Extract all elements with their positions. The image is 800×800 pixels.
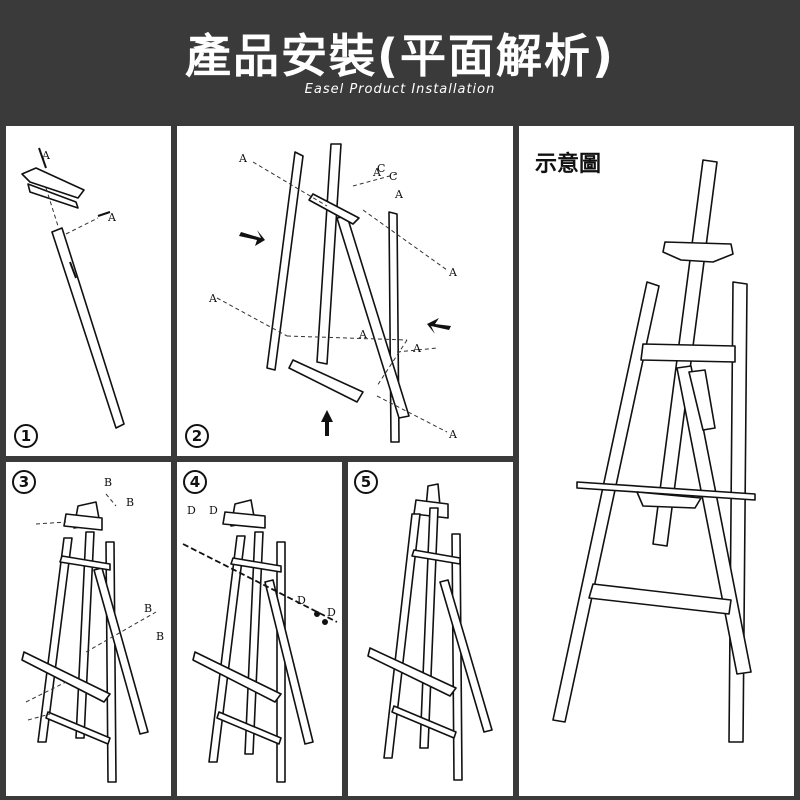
label-a-3: A: [394, 188, 404, 201]
left-leg: [208, 535, 246, 763]
guide-2: [362, 209, 448, 271]
lower-crossbar: [588, 583, 732, 615]
page-title: 產品安裝(平面解析): [184, 29, 616, 83]
top-bracket: [222, 511, 266, 529]
label-d-3: D: [297, 594, 306, 607]
label-a-5: A: [208, 292, 218, 305]
arrow-left-icon: [427, 318, 451, 334]
upper-crossbar: [411, 549, 461, 565]
canvas-tray: [367, 647, 457, 697]
guide-7: [376, 395, 448, 433]
label-c-2: C: [389, 170, 397, 183]
step-number-4: 4: [183, 470, 207, 494]
step-2-illustration: A A C C A A A A A A: [208, 143, 458, 443]
bolt-nut-1: [314, 611, 320, 617]
label-a-8: A: [448, 428, 458, 441]
guide-4: [25, 681, 67, 703]
page-subtitle: Easel Product Installation: [304, 82, 496, 97]
left-leg: [266, 151, 304, 371]
label-a-1: A: [238, 152, 248, 165]
arrow-up-icon: [321, 410, 333, 436]
overview-caption: 示意圖: [535, 152, 602, 177]
right-leg: [105, 541, 117, 783]
left-leg: [37, 537, 73, 743]
step-3-illustration: B B B B: [21, 476, 164, 783]
step-number-5: 5: [354, 470, 378, 494]
right-leg: [276, 541, 286, 783]
label-a-2: A: [107, 211, 117, 224]
left-leg: [552, 281, 660, 723]
leg-part: [51, 227, 125, 429]
label-a-4: A: [448, 266, 458, 279]
overview-illustration: [552, 159, 756, 743]
step-2-panel: A A C C A A A A A A 2: [177, 126, 513, 456]
rear-brace: [93, 567, 149, 735]
guide-2: [105, 493, 117, 507]
step-5-panel: 5: [348, 462, 513, 796]
step-1-panel: A A 1: [6, 126, 171, 456]
rear-brace-hinge: [688, 369, 716, 431]
lower-crossbar: [216, 711, 282, 745]
canvas-tray: [21, 651, 111, 703]
step-number-2: 2: [185, 424, 209, 448]
step-number-1: 1: [14, 424, 38, 448]
right-leg: [451, 533, 463, 781]
arrow-right-icon: [239, 230, 265, 246]
center-mast: [419, 507, 439, 749]
label-a-2: A: [372, 166, 382, 179]
label-d-4: D: [327, 606, 336, 619]
label-d-1: D: [187, 504, 196, 517]
header-banner: 產品安裝(平面解析) Easel Product Installation: [0, 0, 800, 120]
upper-crossbar: [59, 555, 111, 571]
label-b-3: B: [144, 602, 152, 615]
screw-a-mid: [97, 211, 111, 217]
label-b-2: B: [126, 496, 134, 509]
lower-crossbar: [45, 711, 111, 745]
step-4-illustration: D D D D: [182, 499, 338, 783]
screw-a-top: [38, 147, 47, 169]
step-5-illustration: [367, 483, 493, 781]
guide-5: [376, 339, 408, 387]
guide-1: [35, 521, 67, 525]
bracket-part: [21, 167, 85, 199]
label-a-6: A: [358, 328, 368, 341]
top-crossbar: [308, 193, 360, 225]
bolt-nut-2: [322, 619, 328, 625]
step-4-panel: D D D D 4: [177, 462, 342, 796]
left-leg: [383, 513, 421, 759]
dashed-guide-2: [65, 217, 99, 235]
leg-slot: [69, 261, 77, 279]
upper-crossbar: [640, 343, 736, 363]
label-a-7: A: [412, 342, 422, 355]
bottom-crossbar: [288, 359, 364, 403]
step-1-illustration: A A: [21, 147, 125, 429]
guide-1: [252, 161, 328, 207]
bolt-rod: [182, 543, 338, 623]
canvas-tray: [576, 481, 756, 501]
label-b-4: B: [156, 630, 164, 643]
label-d-2: D: [209, 504, 218, 517]
label-a-1: A: [41, 149, 51, 162]
center-leg: [316, 143, 342, 365]
overview-panel: 示意圖: [519, 126, 794, 796]
guide-4: [286, 335, 408, 341]
rear-brace: [264, 579, 314, 745]
step-3-panel: B B B B 3: [6, 462, 171, 796]
top-holder: [662, 241, 734, 263]
step-number-3: 3: [12, 470, 36, 494]
guide-5: [27, 713, 51, 721]
rear-brace: [439, 579, 493, 733]
bracket-part-lower: [27, 183, 79, 209]
label-b-1: B: [104, 476, 112, 489]
lower-crossbar: [391, 705, 457, 739]
guide-8: [352, 173, 398, 187]
label-c-1: C: [377, 162, 385, 175]
upper-crossbar: [230, 557, 282, 573]
canvas-tray: [192, 651, 282, 703]
rear-brace: [676, 365, 752, 675]
tray-lip: [636, 491, 702, 509]
guide-3: [216, 297, 288, 337]
